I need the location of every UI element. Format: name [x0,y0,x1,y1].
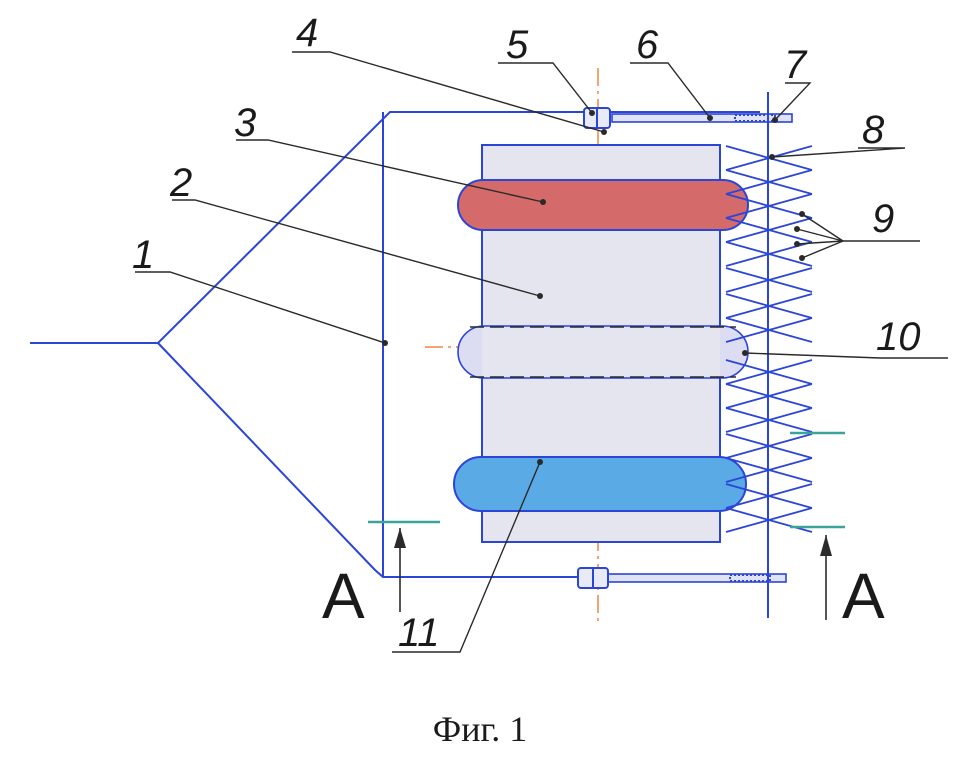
bristle-1 [725,145,813,171]
label-1: 1 [132,233,154,277]
bristle-12 [725,433,813,459]
frame [30,111,760,344]
label-10: 10 [876,315,921,359]
middle-roller-inner [482,327,720,377]
label-2: 2 [169,161,192,205]
label-5: 5 [506,23,529,67]
leader-lines [135,51,948,653]
bristle-2 [725,169,813,195]
section-label-left: A [322,560,365,632]
figure-caption: Фиг. 1 [432,709,528,749]
label-6: 6 [636,23,659,67]
label-11: 11 [398,611,440,655]
bristle-3 [725,193,813,219]
label-8: 8 [862,108,885,152]
bristle-11 [725,407,813,433]
brush-bristles [725,145,813,533]
bristle-9 [725,359,813,385]
bristle-8 [725,317,813,343]
bottom-spring [729,574,771,582]
bristle-4 [725,217,813,243]
bristle-13 [725,457,813,483]
label-7: 7 [784,43,808,87]
top-spring [734,114,776,122]
bristle-10 [725,383,813,409]
section-arrow-right-head [820,535,832,556]
bottom-roller [453,456,747,512]
label-9: 9 [872,197,894,241]
section-arrow-left-head [394,528,406,548]
top-roller [457,179,749,231]
bristle-14 [725,483,813,509]
section-label-right: A [842,560,885,632]
leader-dots [382,110,805,465]
bristle-6 [725,267,813,293]
label-4: 4 [296,11,318,55]
top-rod [611,113,793,123]
label-3: 3 [234,101,256,145]
bristle-7 [725,293,813,319]
